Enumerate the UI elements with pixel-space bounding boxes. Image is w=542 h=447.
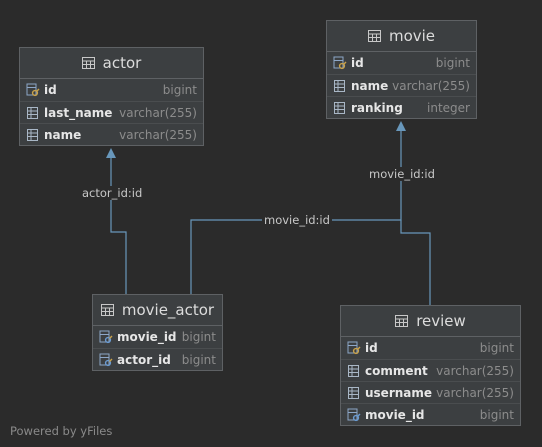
column-row[interactable]: last_name varchar(255) (20, 101, 203, 123)
column-row[interactable]: ranking integer (327, 96, 476, 118)
table-header-review: review (341, 306, 520, 337)
table-movie[interactable]: movie id bigint name varchar(255) rankin… (326, 20, 477, 119)
table-icon (100, 304, 114, 316)
table-title: movie (388, 27, 436, 45)
table-review[interactable]: review id bigint comment varchar(255) us… (340, 305, 521, 426)
table-actor[interactable]: actor id bigint last_name varchar(255) n… (19, 47, 204, 146)
column-type: bigint (181, 330, 216, 344)
column-row[interactable]: name varchar(255) (20, 123, 203, 145)
edge-label-movie-fk-review: movie_id:id (367, 167, 437, 181)
table-movie-actor[interactable]: movie_actor movie_id bigint actor_id big… (92, 294, 223, 371)
foreign-key-column-icon (347, 408, 361, 422)
column-icon (333, 101, 347, 115)
column-icon (333, 79, 347, 93)
column-name: comment (365, 363, 428, 378)
column-name: last_name (44, 105, 113, 120)
edge-label-actor-fk: actor_id:id (80, 186, 145, 200)
table-icon (81, 57, 95, 69)
column-row[interactable]: name varchar(255) (327, 74, 476, 96)
primary-foreign-key-column-icon (99, 330, 113, 344)
column-name: id (351, 56, 364, 70)
column-row[interactable]: id bigint (327, 52, 476, 74)
column-icon (347, 386, 361, 400)
column-type: varchar(255) (119, 127, 197, 142)
column-type: integer (427, 100, 470, 115)
column-icon (26, 128, 40, 142)
column-type: bigint (479, 407, 514, 422)
table-title: review (416, 312, 466, 330)
primary-key-column-icon (347, 341, 361, 355)
column-icon (347, 364, 361, 378)
table-title: movie_actor (121, 301, 215, 319)
column-row[interactable]: movie_id bigint (341, 403, 520, 425)
column-type: bigint (479, 341, 514, 355)
column-row[interactable]: username varchar(255) (341, 381, 520, 403)
column-type: varchar(255) (119, 105, 197, 120)
column-name: name (351, 78, 389, 93)
primary-key-column-icon (333, 56, 347, 70)
primary-foreign-key-column-icon (99, 353, 113, 367)
table-header-actor: actor (20, 48, 203, 79)
column-row[interactable]: movie_id bigint (93, 326, 222, 348)
table-icon (395, 315, 409, 327)
edge-movie-fk-arrow (396, 121, 406, 131)
column-row[interactable]: actor_id bigint (93, 348, 222, 370)
column-name: name (44, 127, 82, 142)
column-name: id (365, 341, 378, 355)
column-type: bigint (435, 56, 470, 70)
column-name: ranking (351, 100, 403, 115)
column-type: bigint (162, 83, 197, 97)
primary-key-column-icon (26, 83, 40, 97)
table-header-movie: movie (327, 21, 476, 52)
column-name: actor_id (117, 352, 171, 367)
column-name: id (44, 83, 57, 97)
edge-movie-fk-from-review[interactable] (400, 220, 431, 305)
column-row[interactable]: id bigint (20, 79, 203, 101)
column-name: movie_id (365, 407, 425, 422)
table-icon (367, 30, 381, 42)
column-type: varchar(255) (436, 363, 514, 378)
column-row[interactable]: id bigint (341, 337, 520, 359)
powered-by-label: Powered by yFiles (10, 424, 113, 438)
column-name: username (365, 385, 433, 400)
table-title: actor (102, 54, 142, 72)
column-type: varchar(255) (392, 78, 470, 93)
edge-label-movie-fk-movie-actor: movie_id:id (262, 213, 332, 227)
column-name: movie_id (117, 330, 177, 344)
column-icon (26, 106, 40, 120)
edge-actor-fk-arrow (106, 148, 116, 158)
column-type: bigint (181, 352, 216, 367)
column-row[interactable]: comment varchar(255) (341, 359, 520, 381)
edge-actor-fk[interactable] (110, 158, 127, 294)
table-header-movie-actor: movie_actor (93, 295, 222, 326)
column-type: varchar(255) (436, 385, 514, 400)
